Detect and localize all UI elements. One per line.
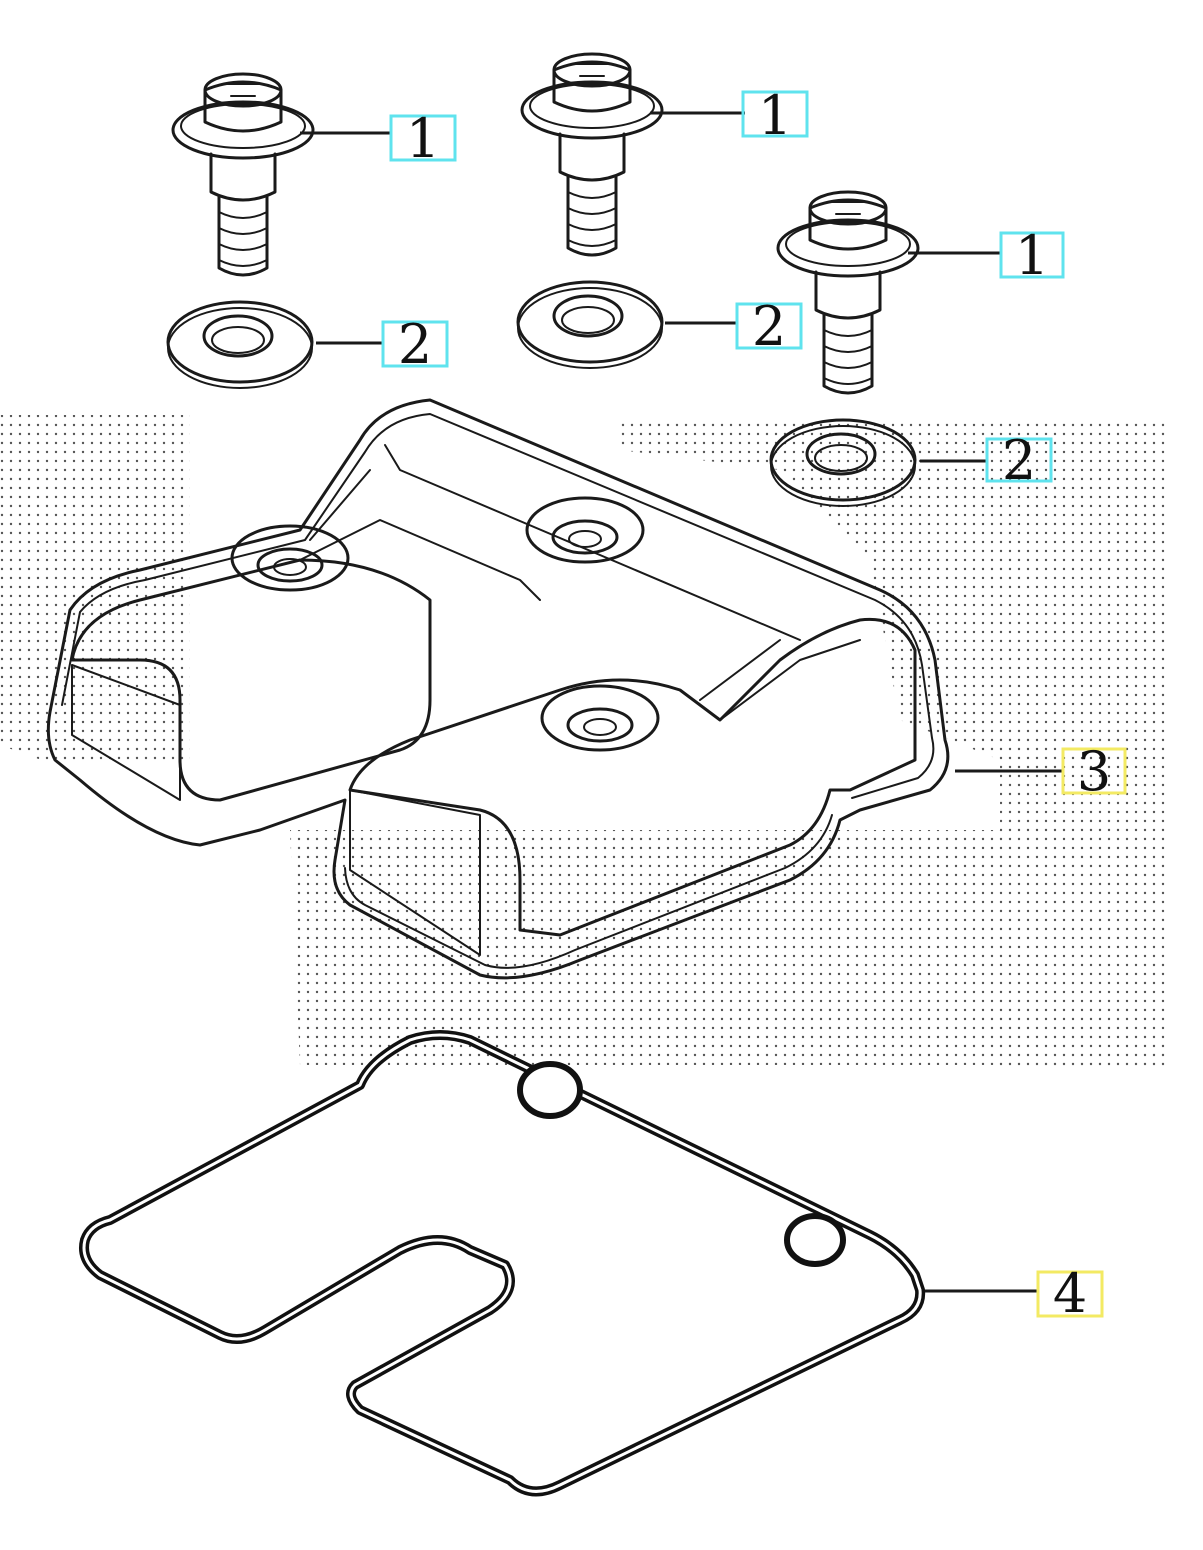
- callout-2c[interactable]: 2: [985, 429, 1053, 492]
- callout-box: [985, 437, 1053, 483]
- bolt-part-1a: [171, 72, 315, 277]
- callout-2a[interactable]: 2: [381, 313, 449, 376]
- callout-box: [1061, 747, 1127, 795]
- cover-boss-right: [540, 684, 660, 752]
- callout-box: [1036, 1270, 1104, 1318]
- cylinder-head-cover-part-3: [46, 398, 950, 980]
- stipple-shading: [0, 415, 1170, 1068]
- callout-label: 1: [1015, 224, 1049, 287]
- cover-boss-center: [525, 496, 645, 564]
- callout-label: 3: [1077, 740, 1111, 803]
- callout-2b[interactable]: 2: [735, 295, 803, 358]
- callout-box: [381, 320, 449, 368]
- cover-gasket-part-4: [79, 1030, 926, 1497]
- callout-1a[interactable]: 1: [389, 107, 457, 170]
- washer-part-2b: [516, 280, 664, 370]
- callout-1b[interactable]: 1: [741, 84, 809, 147]
- cover-boss-left: [230, 524, 350, 592]
- callout-box: [999, 231, 1065, 279]
- callout-label: 1: [758, 84, 792, 147]
- callout-3[interactable]: 3: [1061, 740, 1127, 803]
- callout-label: 2: [752, 295, 786, 358]
- callout-box: [741, 90, 809, 138]
- callout-label: 2: [398, 313, 432, 376]
- callout-label: 1: [406, 107, 440, 170]
- callout-1c[interactable]: 1: [999, 224, 1065, 287]
- bolt-part-1b: [520, 52, 664, 257]
- leader-lines: [300, 111, 1063, 1293]
- bolt-part-1c: [776, 190, 920, 395]
- callout-label: 4: [1053, 1262, 1087, 1325]
- washer-part-2a: [166, 300, 314, 390]
- callout-box: [735, 302, 803, 350]
- callout-4[interactable]: 4: [1036, 1262, 1104, 1325]
- callout-box: [389, 114, 457, 162]
- callout-label: 2: [1002, 429, 1036, 492]
